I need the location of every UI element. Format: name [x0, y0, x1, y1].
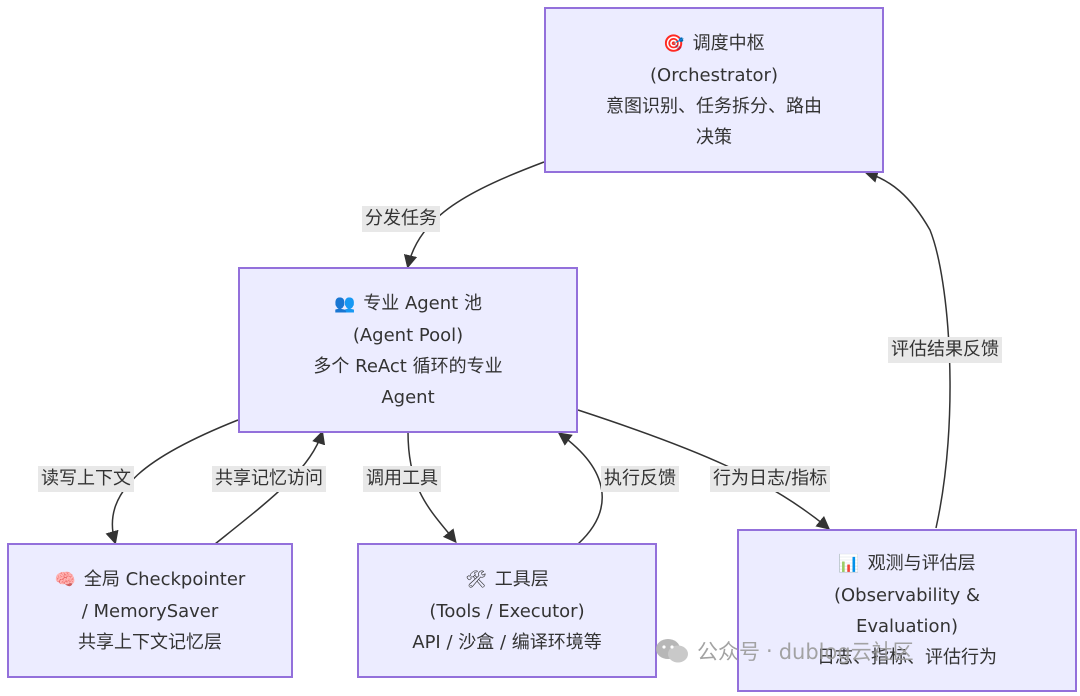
watermark-separator: · — [766, 639, 773, 663]
tools-subtitle: (Tools / Executor) — [429, 600, 585, 622]
orchestrator-desc-line2: 决策 — [696, 126, 732, 148]
edge-call-tools — [407, 431, 457, 544]
tools-icon: 🛠 — [465, 569, 487, 590]
node-observability: 📊 观测与评估层 (Observability & Evaluation) 日志、… — [737, 529, 1077, 692]
agent-pool-desc-line2: Agent — [381, 386, 435, 408]
node-tools: 🛠 工具层 (Tools / Executor) API / 沙盒 / 编译环境等 — [357, 543, 657, 678]
node-orchestrator: 🎯 调度中枢 (Orchestrator) 意图识别、任务拆分、路由 决策 — [544, 7, 884, 173]
edge-exec-feedback — [557, 432, 603, 545]
bar-chart-icon: 📊 — [838, 554, 860, 574]
agent-pool-desc-line1: 多个 ReAct 循环的专业 — [313, 355, 503, 377]
edge-dispatch — [403, 161, 545, 269]
node-agent-pool: 👥专业 Agent 池 (Agent Pool) 多个 ReAct 循环的专业 … — [238, 267, 578, 433]
brain-icon: 🧠 — [54, 569, 76, 590]
edge-label-behavior-log: 行为日志/指标 — [710, 466, 831, 492]
node-memory: 🧠 全局 Checkpointer / MemorySaver 共享上下文记忆层 — [7, 543, 293, 678]
wechat-icon — [656, 639, 688, 663]
target-icon: 🎯 — [663, 33, 685, 54]
edge-label-exec-feedback: 执行反馈 — [601, 466, 679, 492]
watermark-name: dublog云社区 — [778, 640, 914, 664]
edge-eval-feedback — [864, 169, 951, 529]
agent-pool-title: 专业 Agent 池 — [363, 292, 482, 314]
observability-title: 观测与评估层 — [867, 553, 976, 574]
edge-label-dispatch: 分发任务 — [362, 206, 440, 232]
edge-read-write — [105, 419, 239, 545]
observability-desc: 日志、指标、评估行为 — [817, 647, 997, 668]
observability-subtitle-cont: Evaluation) — [856, 616, 958, 637]
tools-title: 工具层 — [494, 568, 549, 590]
watermark: 公众号 · dublog云社区 — [655, 636, 914, 666]
memory-title: 全局 Checkpointer — [83, 568, 246, 590]
people-icon: 👥 — [334, 293, 356, 314]
edge-label-eval-feedback: 评估结果反馈 — [888, 337, 1002, 363]
edge-label-call-tools: 调用工具 — [363, 466, 441, 492]
tools-desc: API / 沙盒 / 编译环境等 — [412, 631, 602, 653]
memory-subtitle: / MemorySaver — [81, 600, 219, 622]
orchestrator-title: 调度中枢 — [692, 32, 765, 54]
orchestrator-desc-line1: 意图识别、任务拆分、路由 — [606, 95, 822, 117]
orchestrator-subtitle: (Orchestrator) — [650, 64, 778, 86]
observability-subtitle: (Observability & — [833, 585, 981, 606]
watermark-prefix: 公众号 — [697, 640, 760, 664]
memory-desc: 共享上下文记忆层 — [78, 631, 222, 653]
edge-label-read-write: 读写上下文 — [38, 466, 134, 492]
agent-pool-subtitle: (Agent Pool) — [352, 324, 464, 346]
edge-label-shared-memory: 共享记忆访问 — [212, 466, 326, 492]
